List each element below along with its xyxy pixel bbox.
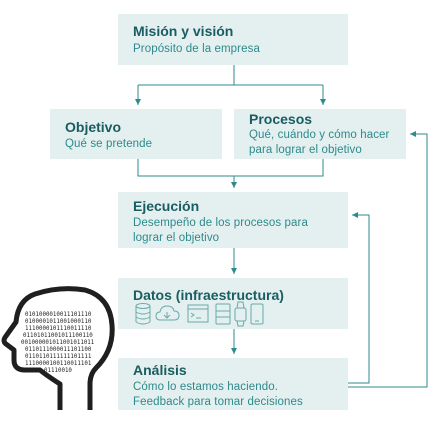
head-outline [1, 286, 115, 410]
server-icon [215, 303, 231, 325]
analisis-box: Análisis Cómo lo estamos haciendo. Feedb… [118, 358, 348, 410]
ejecucion-title: Ejecución [133, 198, 200, 214]
objetivo-title: Objetivo [65, 119, 122, 135]
ejecucion-box: Ejecución Desempeño de los procesos para… [118, 192, 348, 248]
objetivo-subtitle: Qué se pretende [65, 138, 153, 150]
binary-line-9: 01110010 [44, 368, 72, 374]
mision-title: Misión y visión [133, 23, 234, 39]
feedback-to-ejecucion [348, 212, 370, 384]
datos-box: Datos (infraestructura) [118, 278, 348, 329]
arrow-mision-split [138, 65, 323, 86]
analisis-line-1: Cómo lo estamos haciendo. [133, 381, 279, 393]
database-icon [135, 303, 151, 325]
feedback-to-procesos [348, 131, 428, 388]
binary-line-3: 1110000101110011110 [25, 326, 92, 332]
binary-line-6: 0110111000011101100 [25, 347, 92, 353]
binary-line-7: 0110110111111101111 [25, 354, 92, 360]
procesos-box: Procesos Qué, cuándo y cómo hacer para l… [234, 109, 406, 159]
terminal-window-icon [187, 304, 209, 323]
ejecucion-line-2: lograr el objetivo [133, 232, 220, 244]
binary-line-8: 1110000100110011101 [25, 361, 92, 367]
binary-line-1: 0101000010011101110 [25, 312, 92, 318]
tablet-icon [250, 303, 264, 325]
watch-icon [234, 301, 247, 327]
binary-line-4: 01101011001011100110 [23, 333, 93, 339]
mision-subtitle: Propósito de la empresa [133, 43, 260, 55]
binary-line-2: 0100001011001000110 [25, 319, 92, 325]
arrow-merge [137, 159, 324, 188]
analisis-line-2: Feedback para tomar decisiones [133, 396, 303, 408]
cloud-icon [155, 305, 180, 321]
datos-icon-row [135, 301, 264, 327]
mision-box: Misión y visión Propósito de la empresa [118, 14, 348, 65]
procesos-line-1: Qué, cuándo y cómo hacer [249, 129, 390, 141]
datos-title: Datos (infraestructura) [133, 287, 284, 303]
procesos-title: Procesos [249, 111, 313, 127]
binary-text: 0101000010011101110 0100001011001000110 … [21, 312, 95, 374]
objetivo-box: Objetivo Qué se pretende [50, 109, 222, 159]
analisis-title: Análisis [133, 362, 187, 378]
binary-line-5: 001000001011001011011 [21, 340, 95, 346]
procesos-line-2: para lograr el objetivo [249, 144, 362, 156]
ejecucion-line-1: Desempeño de los procesos para [133, 217, 308, 229]
